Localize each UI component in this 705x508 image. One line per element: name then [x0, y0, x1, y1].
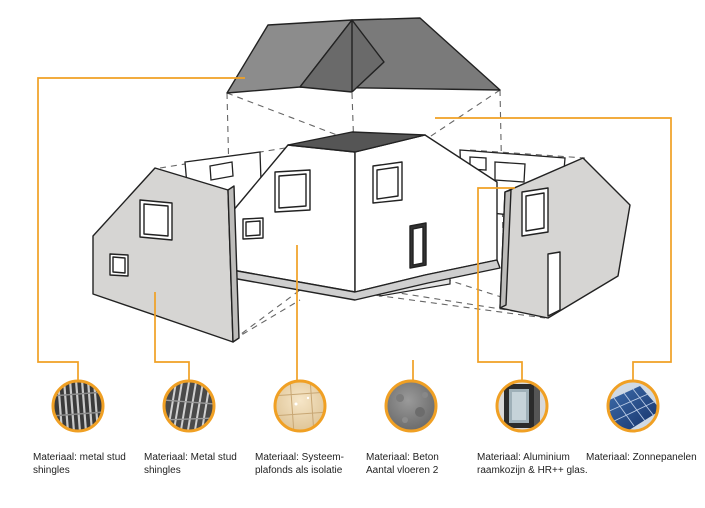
material-caption-4: Materiaal: Beton Aantal vloeren 2 — [366, 451, 439, 477]
caption-line: shingles — [33, 465, 70, 476]
material-caption-1: Materiaal: metal stud shingles — [33, 451, 126, 477]
left-wall-panel — [92, 167, 240, 343]
caption-line: Materiaal: Aluminium — [477, 452, 570, 463]
caption-line: shingles — [144, 465, 181, 476]
leader-lines — [37, 77, 672, 381]
material-photo-1 — [51, 379, 105, 433]
material-photo-6 — [606, 379, 660, 433]
caption-line: Materiaal: Systeem- — [255, 452, 344, 463]
caption-line: Materiaal: Beton — [366, 452, 439, 463]
caption-line: plafonds als isolatie — [255, 465, 343, 476]
material-caption-6: Materiaal: Zonnepanelen — [586, 451, 697, 464]
caption-line: Aantal vloeren 2 — [366, 465, 439, 476]
caption-line: Materiaal: Metal stud — [144, 452, 237, 463]
material-photo-3 — [273, 379, 327, 433]
material-caption-5: Materiaal: Aluminium raamkozijn & HR++ g… — [477, 451, 588, 477]
roof — [226, 17, 501, 94]
material-caption-3: Materiaal: Systeem- plafonds als isolati… — [255, 451, 344, 477]
caption-line: raamkozijn & HR++ glas. — [477, 465, 588, 476]
material-photo-5 — [495, 379, 549, 433]
caption-line: Materiaal: Zonnepanelen — [586, 452, 697, 463]
right-wall-panel — [499, 157, 631, 319]
material-photo-2 — [162, 379, 216, 433]
material-caption-2: Materiaal: Metal stud shingles — [144, 451, 237, 477]
caption-line: Materiaal: metal stud — [33, 452, 126, 463]
material-photo-4 — [384, 379, 438, 433]
central-building — [231, 131, 501, 301]
